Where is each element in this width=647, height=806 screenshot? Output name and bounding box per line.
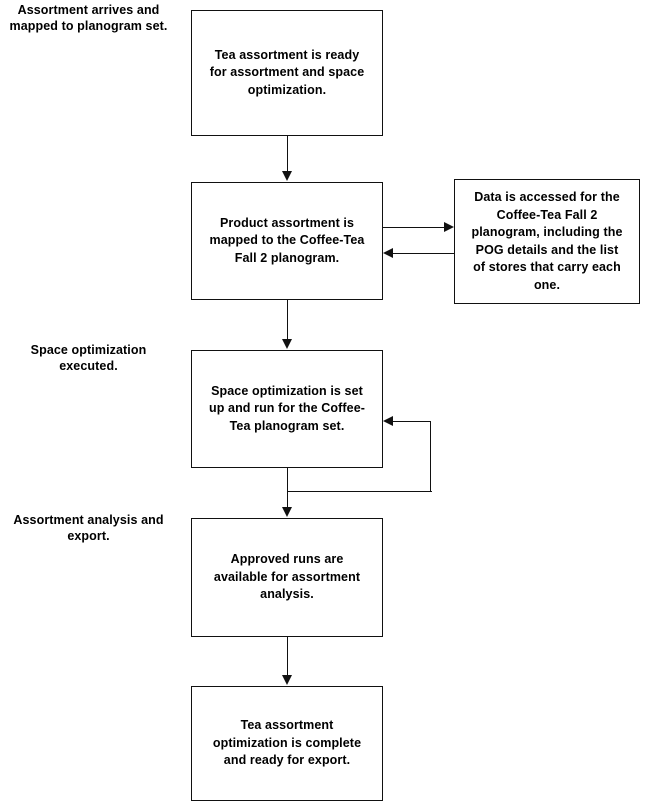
connector-ready-to-mapped-arrowhead (281, 171, 292, 181)
connector-optimization-loopback-arrowhead (383, 415, 393, 426)
stage-label-arrival: Assortment arrives and mapped to planogr… (9, 3, 168, 33)
connector-data-to-mapped-line (393, 252, 454, 254)
connector-optimization-loopback-top-segment (393, 420, 431, 422)
node-data-accessed-label: Data is accessed for the Coffee-Tea Fall… (471, 190, 623, 292)
node-optimization-complete[interactable]: Tea assortment optimization is complete … (191, 686, 383, 801)
node-tea-assortment-ready-label: Tea assortment is ready for assortment a… (209, 47, 365, 97)
node-data-accessed[interactable]: Data is accessed for the Coffee-Tea Fall… (454, 179, 640, 304)
connector-data-to-mapped-arrowhead (383, 247, 393, 258)
stage-label-space-optimization: Space optimization executed. (30, 343, 147, 373)
connector-mapped-to-data-line (383, 226, 444, 228)
node-space-optimization-run-label: Space optimization is set up and run for… (208, 383, 366, 433)
connector-ready-to-mapped-line (286, 136, 288, 172)
connector-optimization-loopback-bottom-segment (286, 490, 432, 492)
connector-approved-to-complete-arrowhead (281, 675, 292, 685)
node-space-optimization-run[interactable]: Space optimization is set up and run for… (191, 350, 383, 468)
connector-optimization-to-approved-line (286, 468, 288, 508)
node-approved-runs[interactable]: Approved runs are available for assortme… (191, 518, 383, 637)
connector-optimization-loopback-right-segment (430, 421, 432, 491)
node-product-assortment-mapped[interactable]: Product assortment is mapped to the Coff… (191, 182, 383, 300)
connector-mapped-to-optimization-arrowhead (281, 339, 292, 349)
connector-mapped-to-data-arrowhead (444, 221, 454, 232)
connector-optimization-to-approved-arrowhead (281, 507, 292, 517)
node-approved-runs-label: Approved runs are available for assortme… (213, 552, 361, 602)
node-optimization-complete-label: Tea assortment optimization is complete … (212, 718, 362, 768)
connector-approved-to-complete-line (286, 637, 288, 676)
node-tea-assortment-ready[interactable]: Tea assortment is ready for assortment a… (191, 10, 383, 136)
node-product-assortment-mapped-label: Product assortment is mapped to the Coff… (209, 215, 365, 265)
connector-mapped-to-optimization-line (286, 300, 288, 340)
stage-label-analysis-export: Assortment analysis and export. (13, 513, 164, 543)
